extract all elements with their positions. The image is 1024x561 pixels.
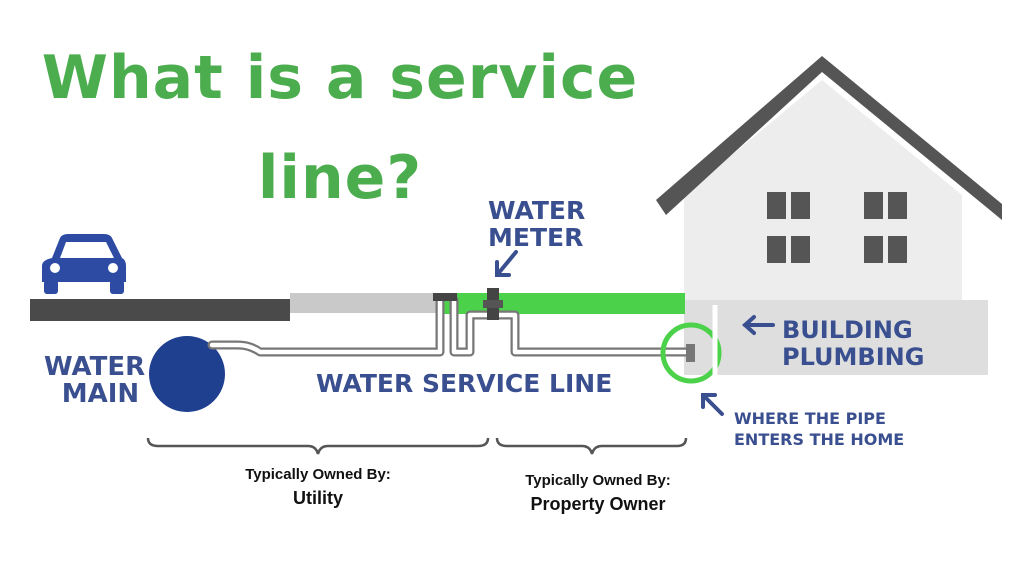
house-wall — [684, 80, 962, 300]
up-left-arrow-icon — [701, 393, 724, 416]
page-title: What is a service line? — [40, 38, 640, 218]
utility-caption: Typically Owned By: — [245, 466, 391, 483]
property-ownership: Typically Owned By: Property Owner — [498, 472, 698, 515]
water-service-line-label: WATER SERVICE LINE — [316, 369, 613, 398]
car-icon — [42, 234, 126, 294]
left-arrow-icon — [741, 315, 775, 335]
service-pipe — [207, 295, 695, 357]
building-plumbing-label: BUILDING PLUMBING — [782, 316, 925, 371]
down-left-arrow-icon — [495, 250, 518, 277]
pipe-entry-marker — [660, 322, 722, 384]
pipe-entry-label: WHERE THE PIPE ENTERS THE HOME — [734, 409, 905, 449]
title-line-2: line? — [257, 143, 423, 213]
property-lawn-line — [440, 293, 685, 314]
utility-brace — [146, 437, 490, 455]
title-line-1: What is a service — [41, 43, 639, 113]
window-right — [864, 192, 907, 263]
sidewalk — [290, 293, 440, 313]
street-road — [30, 299, 290, 321]
utility-owner: Utility — [292, 488, 343, 508]
property-caption: Typically Owned By: — [525, 472, 671, 489]
utility-ownership: Typically Owned By: Utility — [218, 466, 418, 509]
house-foundation — [684, 300, 988, 375]
water-main-pipe — [149, 336, 225, 412]
property-brace — [495, 437, 688, 455]
water-meter-label: WATER METER — [488, 196, 586, 252]
water-main-label: WATER MAIN — [44, 352, 146, 409]
window-left — [767, 192, 810, 263]
property-owner: Property Owner — [530, 494, 666, 514]
house — [656, 56, 1002, 375]
curb-stop — [433, 293, 457, 301]
